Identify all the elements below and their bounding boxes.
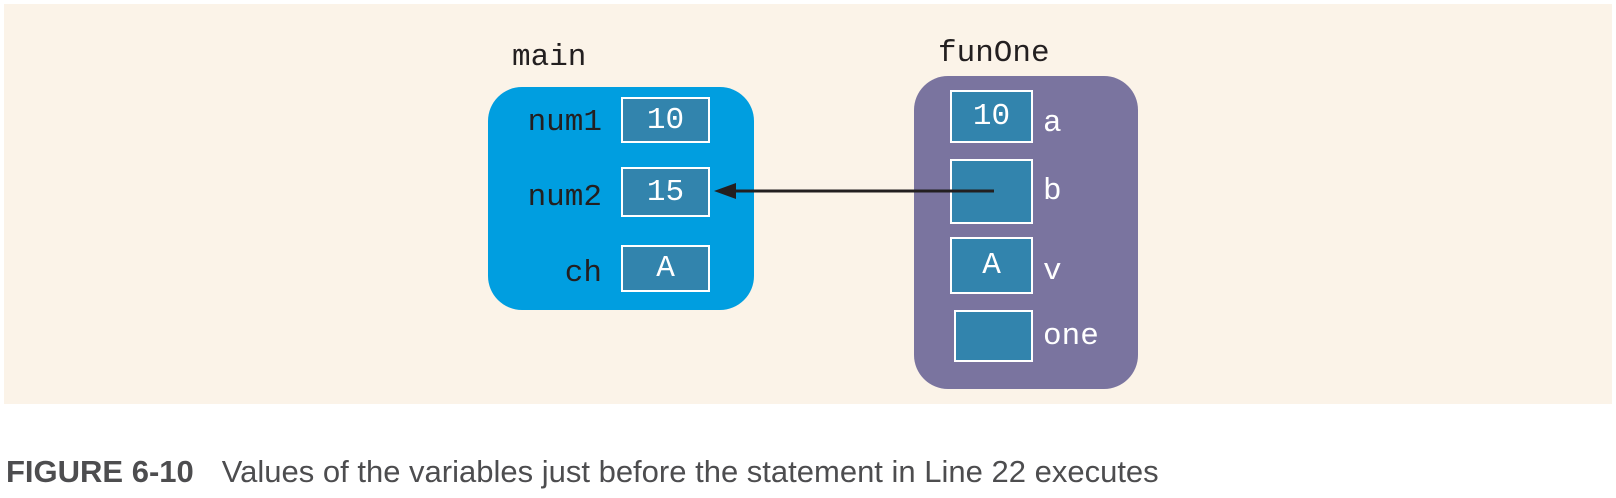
reference-arrow [714, 183, 994, 199]
cell-a: 10 [950, 90, 1033, 143]
fun-frame-title: funOne [938, 36, 1050, 71]
cell-one [954, 310, 1033, 362]
var-label-ch: ch [564, 256, 602, 291]
figure-id: FIGURE 6-10 [6, 454, 194, 489]
var-label-num2: num2 [527, 180, 602, 215]
cell-num1: 10 [621, 97, 710, 143]
diagram-panel: main num1 10 num2 15 ch A funOne 10 a b … [4, 4, 1612, 404]
var-label-b: b [1043, 174, 1062, 209]
cell-v: A [950, 237, 1033, 294]
var-label-num1: num1 [527, 105, 602, 140]
var-label-one: one [1043, 319, 1099, 354]
figure-caption: FIGURE 6-10 Values of the variables just … [6, 456, 1159, 487]
main-frame-title: main [512, 40, 587, 75]
reference-arrowhead [714, 183, 736, 199]
cell-ch: A [621, 245, 710, 292]
var-label-a: a [1043, 106, 1062, 141]
var-label-v: v [1043, 254, 1062, 289]
cell-num2: 15 [621, 167, 710, 217]
figure-caption-text: Values of the variables just before the … [221, 454, 1159, 489]
